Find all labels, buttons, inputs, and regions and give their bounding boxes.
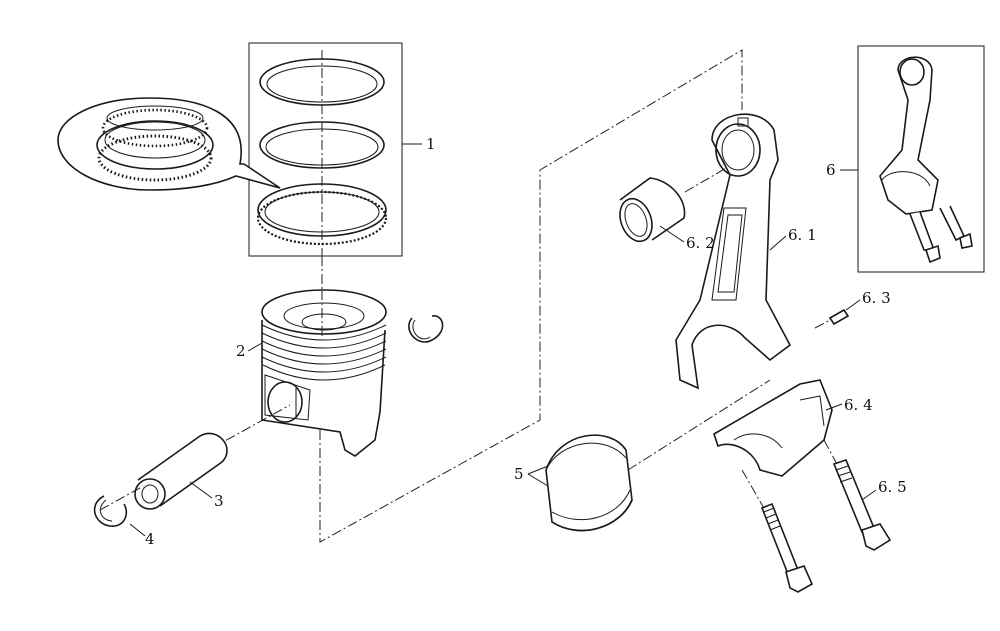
callout-6-4-leader: [825, 403, 843, 411]
assembly-centerline: [319, 49, 771, 543]
rod-bolt-left: [741, 469, 814, 593]
callout-5-leader: [527, 465, 549, 487]
label-6-1: 6. 1: [788, 226, 817, 244]
label-4: 4: [145, 530, 155, 548]
oil-jet-nozzle: [814, 308, 850, 329]
label-5: 5: [514, 465, 524, 483]
label-6: 6: [826, 161, 836, 179]
callout-2-leader: [247, 342, 263, 352]
callout-3-leader: [189, 481, 213, 499]
label-1: 1: [426, 135, 436, 153]
oil-ring-detail-bubble: [57, 97, 281, 191]
callout-6-3-leader: [845, 299, 861, 311]
callout-4-leader: [129, 523, 146, 537]
label-6-3: 6. 3: [862, 289, 891, 307]
snap-ring: [93, 495, 128, 527]
label-6-2: 6. 2: [686, 234, 715, 252]
small-end-bushing: [619, 177, 686, 243]
callout-6-1-leader: [769, 235, 787, 251]
rod-bolt-right: [823, 439, 892, 551]
assembled-conrod-inset: [857, 45, 985, 273]
label-3: 3: [214, 492, 224, 510]
callout-6-5-leader: [861, 489, 877, 501]
callout-6-2-leader: [659, 225, 685, 243]
piston-ring-set-frame: [248, 42, 403, 290]
piston-snap-ring-right: [408, 315, 444, 343]
piston-ring-middle: [259, 121, 385, 169]
connecting-rod-cap: [713, 379, 833, 477]
label-2: 2: [236, 342, 246, 360]
bearing-shell: [545, 434, 633, 532]
label-6-4: 6. 4: [844, 396, 873, 414]
piston: [261, 289, 387, 457]
piston-ring-top: [259, 58, 385, 106]
piston-ring-oil: [256, 183, 388, 246]
piston-pin: [134, 432, 228, 510]
label-6-5: 6. 5: [878, 478, 907, 496]
connecting-rod: [675, 113, 792, 390]
